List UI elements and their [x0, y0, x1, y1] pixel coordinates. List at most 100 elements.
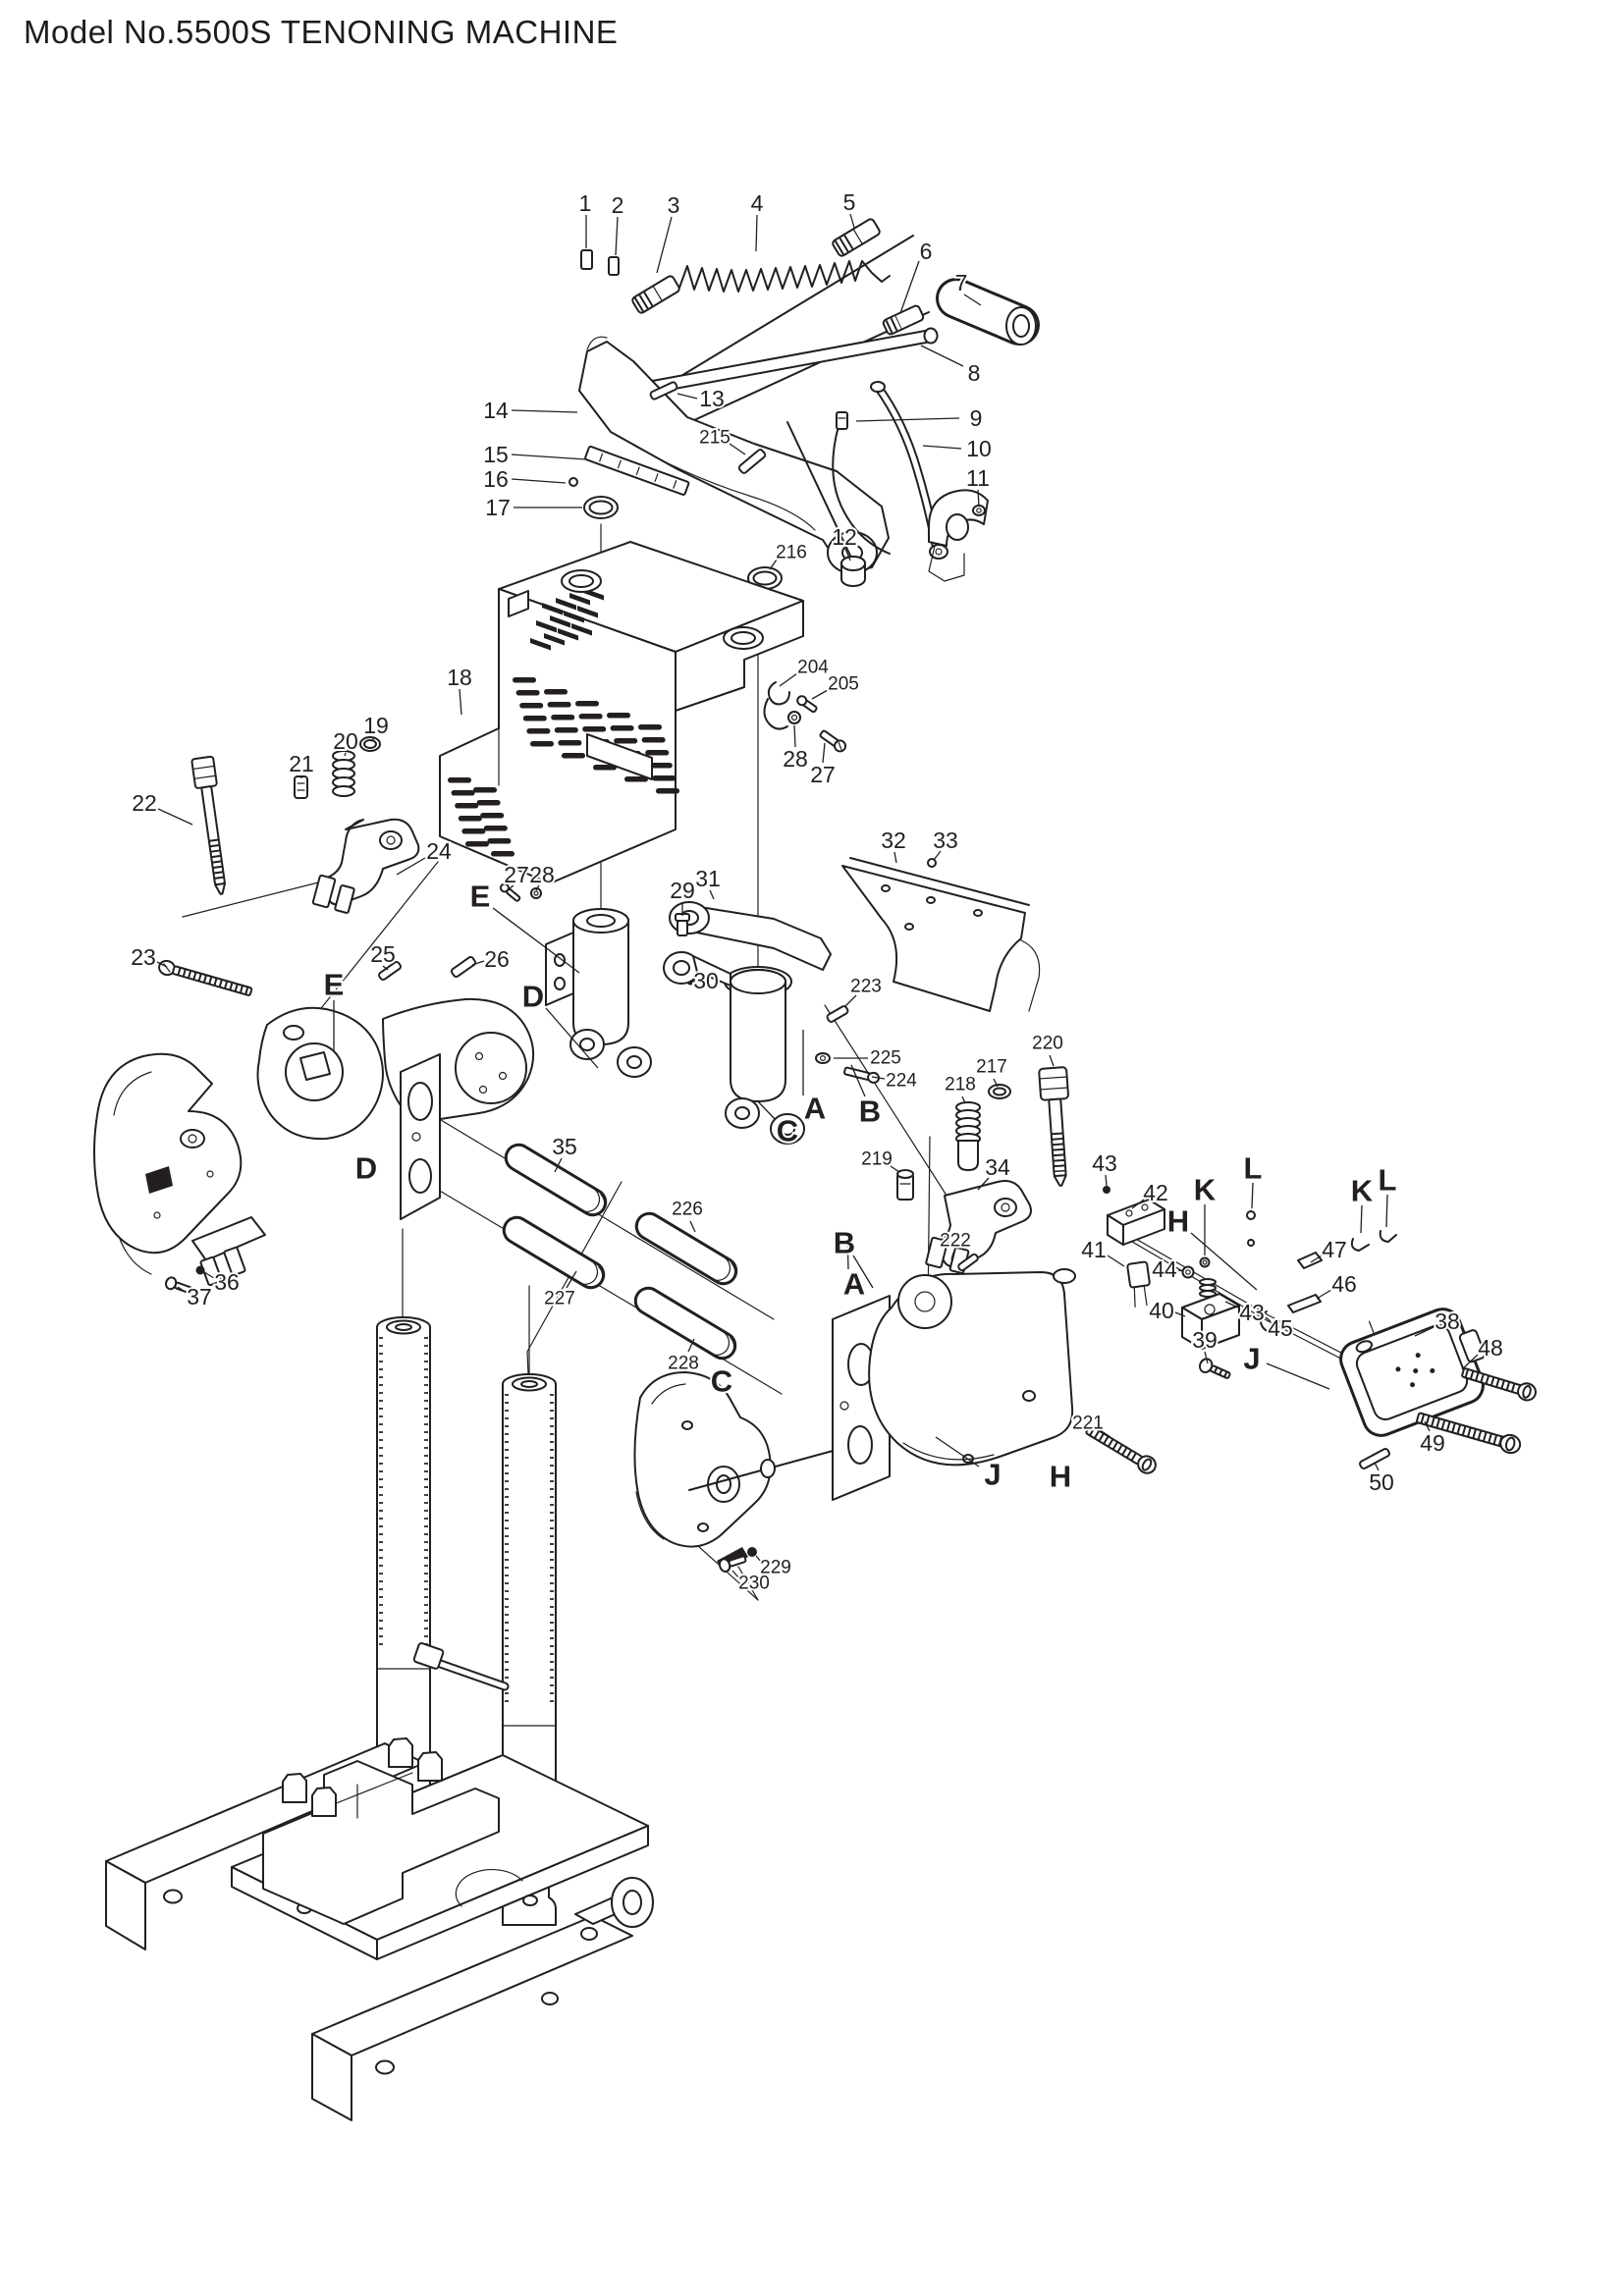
leader-line-22-21 [157, 808, 193, 826]
part-label-228-68: 228 [668, 1354, 699, 1374]
part-label-D-78: D [355, 1151, 377, 1186]
yoke-D [569, 908, 652, 1078]
screw-221 [1085, 1424, 1157, 1474]
scale-strip [568, 445, 783, 590]
part-label-229-69: 229 [760, 1558, 791, 1578]
part-label-226-66: 226 [672, 1200, 703, 1220]
leader-line-26-25 [471, 960, 485, 966]
part-label-37-38: 37 [187, 1284, 212, 1309]
part-label-H-82: H [1050, 1460, 1071, 1494]
clip-47 [1297, 1252, 1323, 1269]
leader-line-41-42 [1107, 1255, 1125, 1267]
leader-line-4-3 [755, 214, 758, 252]
leader-line-42-43 [1131, 1199, 1145, 1209]
leader-line-50-52 [1374, 1462, 1380, 1471]
leader-line-224-64 [871, 1076, 886, 1080]
leader-line-39-40 [1204, 1351, 1209, 1364]
long-screw-23 [158, 959, 253, 996]
leader-line-46-48 [1316, 1289, 1332, 1300]
depth-stop-assembly [158, 736, 542, 996]
part-label-30-31: 30 [693, 968, 719, 993]
clamp-hardware [815, 1005, 1069, 1274]
leader-line-44-46 [1177, 1269, 1184, 1272]
leader-line-12-11 [844, 548, 851, 561]
part-label-39-40: 39 [1192, 1327, 1218, 1353]
part-label-49-51: 49 [1420, 1430, 1445, 1456]
pivot-bracket [928, 489, 989, 582]
part-label-D-77: D [522, 980, 544, 1014]
screw-224 [842, 1066, 880, 1084]
set-bolt-2 [608, 256, 620, 276]
part-label-31-32: 31 [695, 866, 721, 891]
threaded-end-6 [882, 304, 925, 336]
leader-line-223-63 [843, 994, 857, 1008]
screw-16 [568, 477, 578, 487]
terminal-block-42 [1107, 1199, 1165, 1246]
tension-spring [678, 260, 891, 293]
leader-line-9-8 [855, 417, 960, 422]
part-label-33-34: 33 [933, 828, 958, 853]
leader-line-J-84 [935, 1436, 980, 1468]
leader-line-D-77 [545, 1007, 599, 1069]
part-label-219-59: 219 [861, 1149, 893, 1170]
part-label-16-15: 16 [483, 466, 509, 492]
part-label-H-81: H [1167, 1204, 1189, 1239]
pin-50 [1359, 1448, 1390, 1469]
leader-line-K-86 [1360, 1204, 1363, 1234]
base-frame [105, 1737, 654, 2121]
part-label-216-56: 216 [776, 543, 807, 563]
washer-under-K [1199, 1256, 1211, 1268]
ring-19 [359, 736, 381, 752]
cover-sticker [586, 733, 653, 780]
screw-205 [796, 695, 818, 714]
part-label-7-6: 7 [955, 270, 968, 295]
cover-right-face [675, 600, 804, 712]
part-label-220-60: 220 [1032, 1034, 1063, 1054]
leader-line-19-18 [370, 736, 376, 742]
part-label-217-57: 217 [976, 1057, 1007, 1078]
leader-line-E-79 [492, 907, 580, 974]
part-label-E-79: E [470, 880, 491, 914]
threaded-end-3 [631, 275, 680, 314]
leader-line-226-66 [689, 1220, 696, 1233]
leader-line-48-50 [1461, 1354, 1479, 1370]
hook-45 [1256, 1307, 1277, 1333]
leader-line-221-61 [1098, 1428, 1111, 1438]
guide-rollers [497, 1138, 743, 1365]
part-label-J-84: J [984, 1458, 1001, 1492]
guide-wheel [574, 1877, 654, 1941]
leader-line-C-73 [756, 1099, 777, 1121]
part-label-29-30: 29 [670, 878, 695, 903]
leader-line-204-53 [779, 672, 798, 687]
leader-line-16-15 [511, 478, 567, 484]
screw-37 [164, 1276, 194, 1295]
left-gear-housings [93, 997, 535, 1295]
part-label-21-20: 21 [289, 751, 314, 776]
knob-12 [840, 556, 866, 587]
part-label-205-54: 205 [828, 674, 859, 695]
switch-40 [1181, 1278, 1240, 1350]
hook-under-L [1379, 1230, 1397, 1243]
gear-housing-front [256, 1006, 384, 1141]
washer-under-L2 [1247, 1239, 1255, 1247]
leader-line-215-55 [729, 443, 746, 455]
part-label-J-83: J [1243, 1342, 1260, 1376]
part-label-11-10: 11 [966, 465, 990, 491]
part-label-3-2: 3 [668, 192, 680, 218]
leader-line-28-27 [535, 884, 540, 891]
part-label-20-19: 20 [333, 728, 358, 754]
leader-line-24-23 [396, 857, 426, 876]
leader-line-20-19 [344, 752, 347, 757]
part-label-19-18: 19 [363, 713, 389, 738]
motor-mount-casting [262, 1737, 500, 1925]
part-label-50-52: 50 [1369, 1469, 1394, 1495]
leader-line-27-26 [508, 884, 514, 890]
part-label-215-55: 215 [699, 428, 731, 449]
part-label-32-33: 32 [881, 828, 906, 853]
screw-43a [1103, 1186, 1110, 1194]
leader-line-222-62 [950, 1252, 954, 1260]
part-label-34-35: 34 [985, 1154, 1010, 1180]
spring-218 [955, 1101, 981, 1171]
screw-33 [927, 858, 937, 868]
part-label-225-65: 225 [870, 1048, 901, 1069]
